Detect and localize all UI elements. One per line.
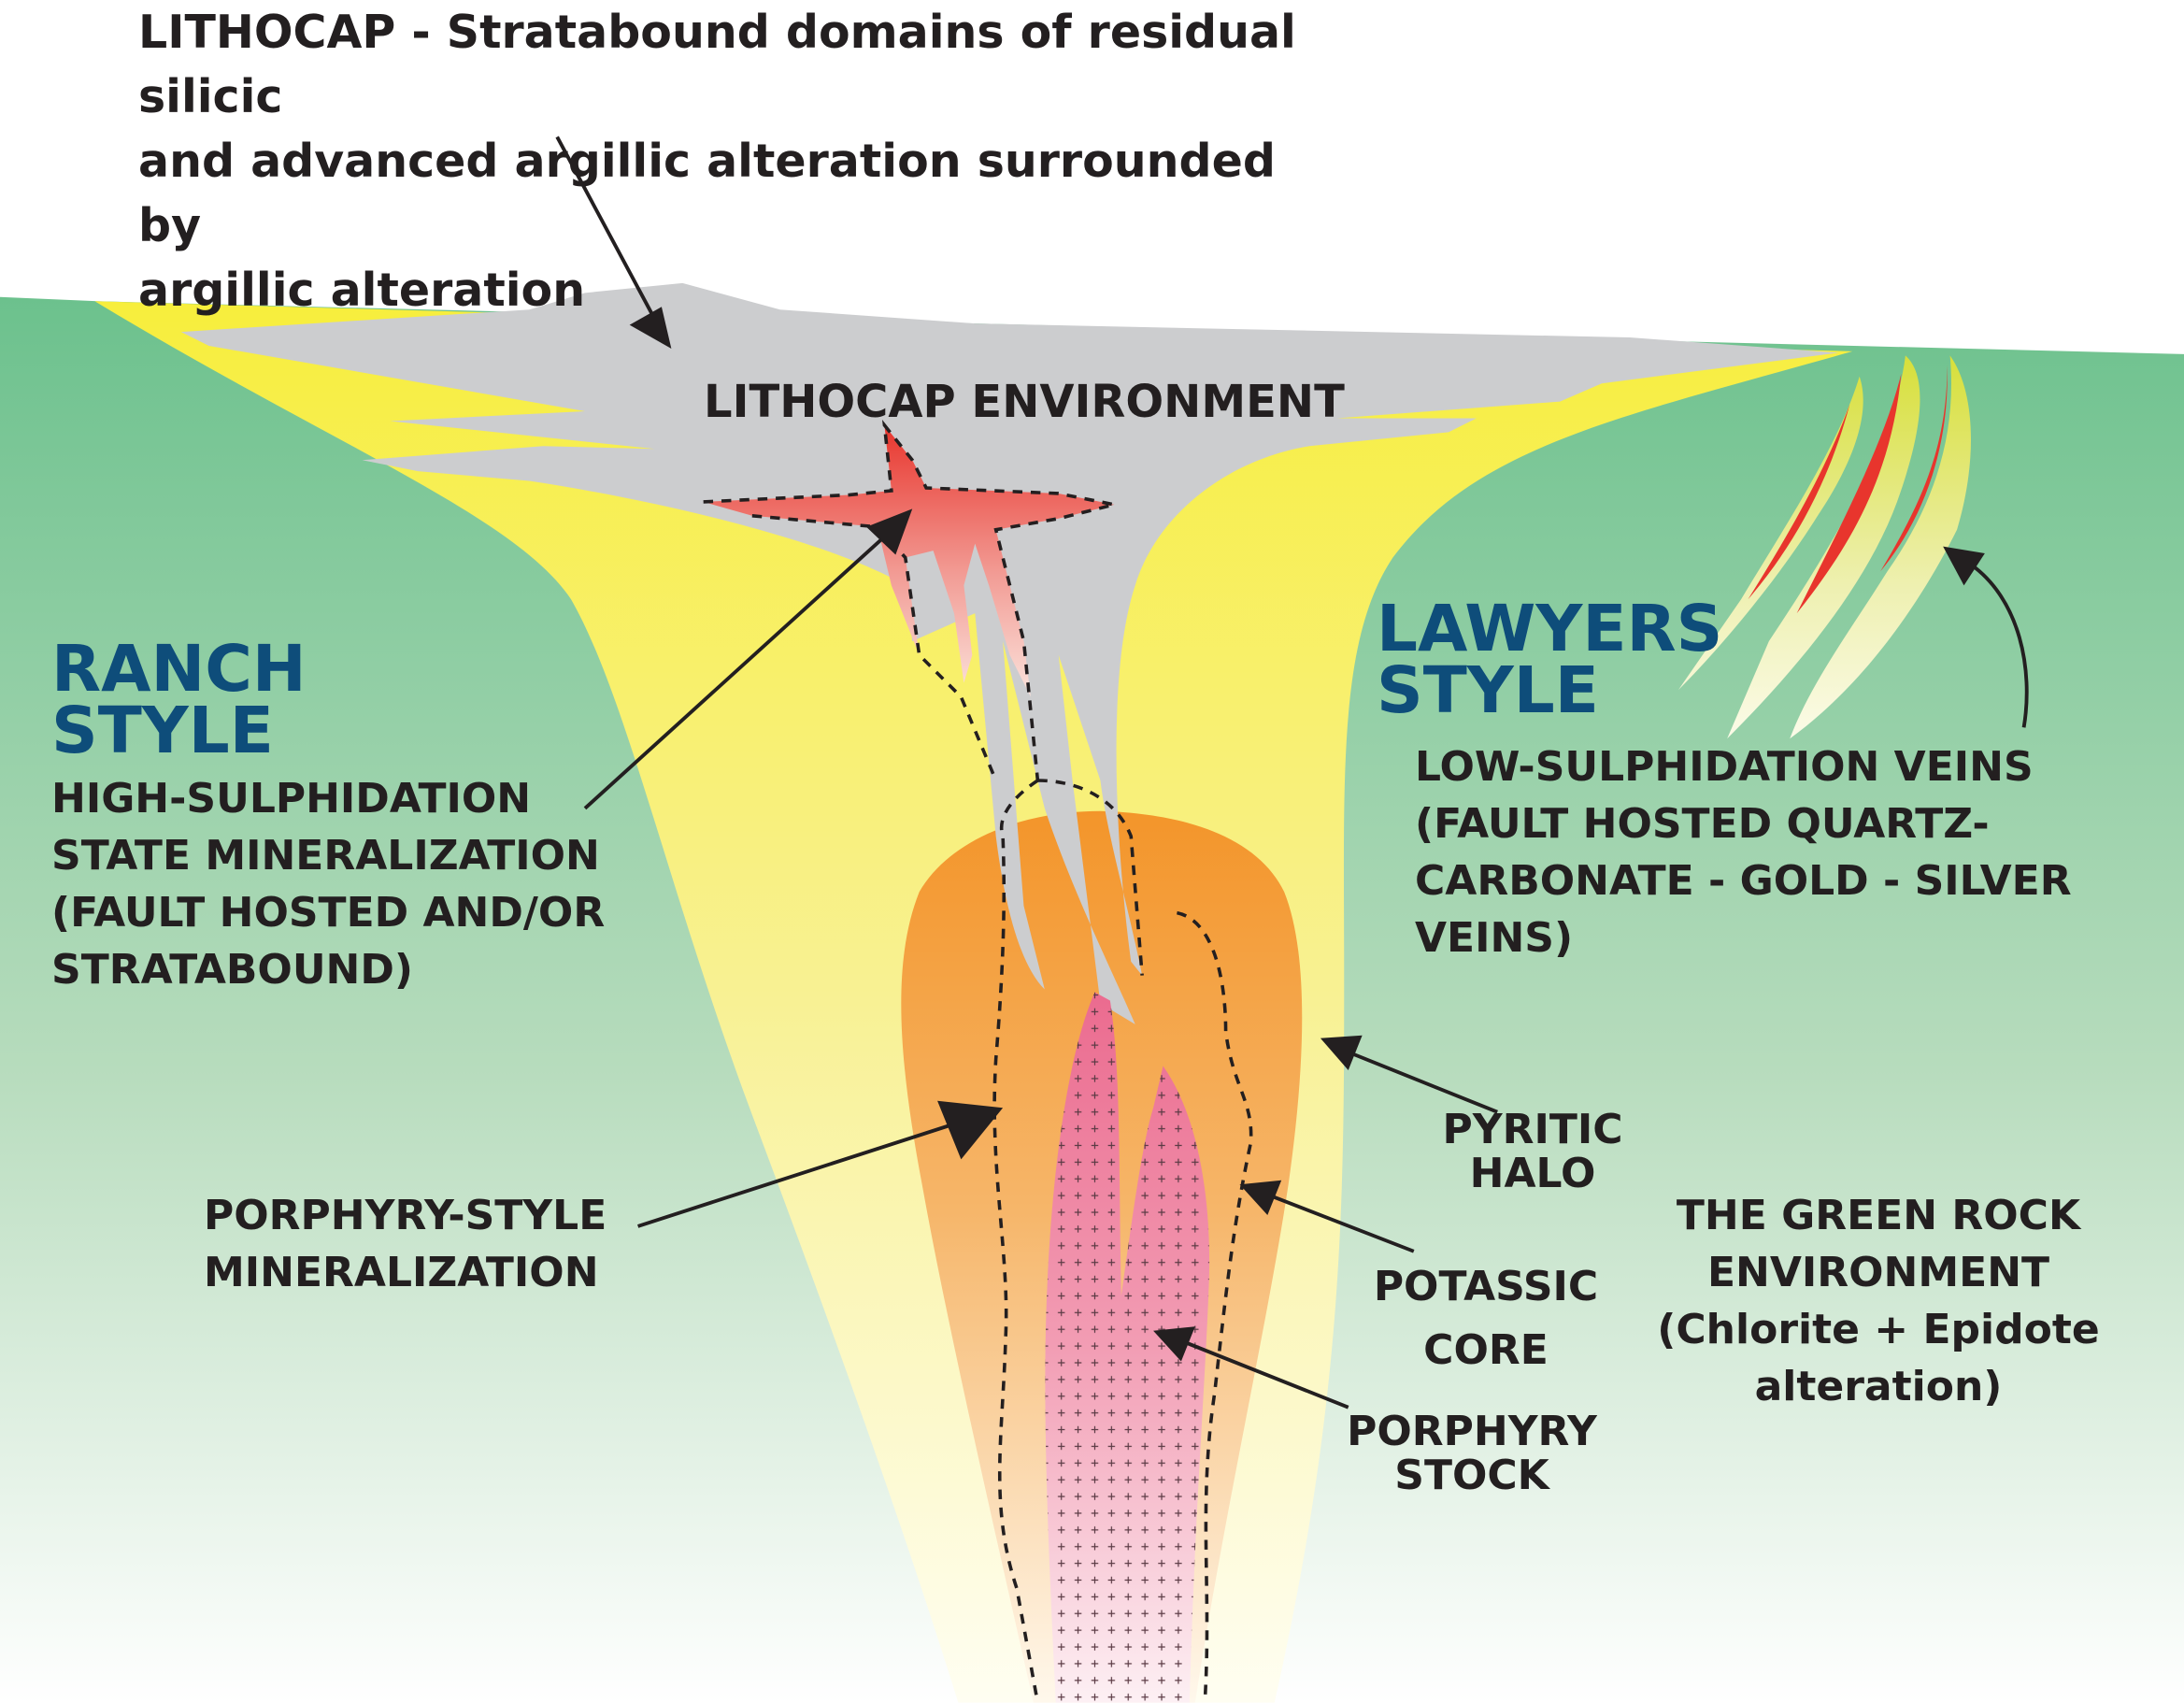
high-sulphidation-zone — [703, 424, 1115, 697]
lawyers-vein-halo — [1677, 355, 1971, 739]
lithocap-title: LITHOCAP - Stratabound domains of residu… — [138, 6, 1296, 317]
pyritic-halo-label: PYRITIC HALO — [1442, 1106, 1623, 1197]
potassic-core-label: POTASSIC CORE — [1373, 1263, 1599, 1374]
lithocap-environment-label: LITHOCAP ENVIRONMENT — [704, 376, 1345, 428]
green-rock-label: THE GREEN ROCK ENVIRONMENT (Chlorite + E… — [1657, 1192, 2100, 1410]
low-sulphidation-label: LOW-SULPHIDATION VEINS (FAULT HOSTED QUA… — [1415, 743, 2072, 962]
porphyry-stock-label: PORPHYRY STOCK — [1347, 1408, 1597, 1499]
lawyers-style-label: LAWYERS STYLE — [1377, 592, 1723, 728]
porphyry-mineralization-label: PORPHYRY-STYLE MINERALIZATION — [204, 1192, 607, 1296]
high-sulphidation-label: HIGH-SULPHIDATION STATE MINERALIZATION (… — [51, 775, 606, 994]
arrows — [555, 136, 2029, 1410]
dashed-boundaries — [703, 420, 1253, 1703]
ranch-style-label: RANCH STYLE — [51, 632, 307, 768]
